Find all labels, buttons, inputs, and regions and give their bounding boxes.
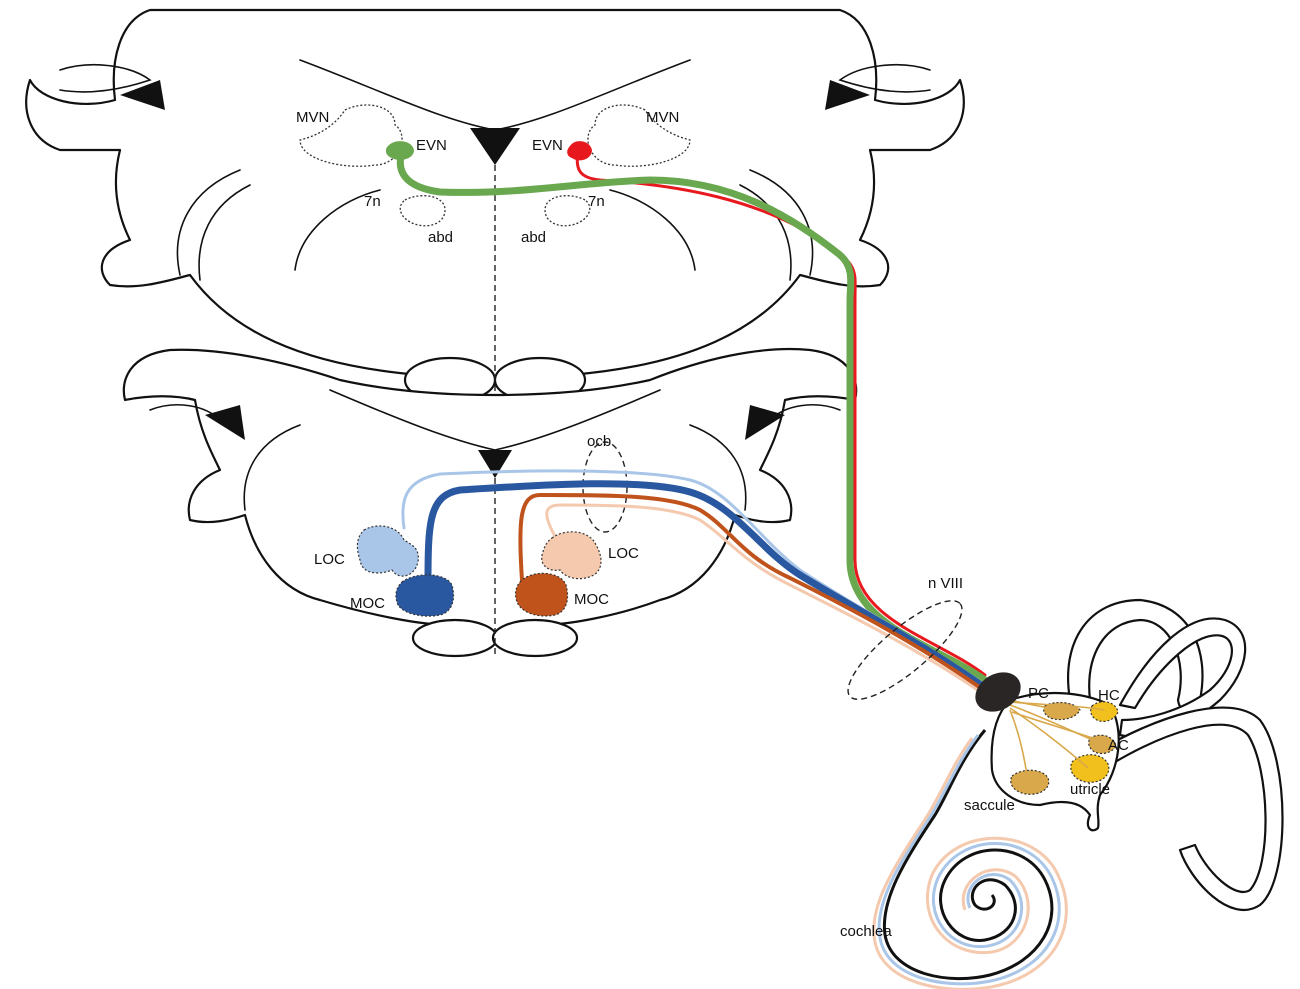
label-utricle: utricle <box>1070 781 1110 798</box>
mvn-left-nucleus <box>299 104 403 167</box>
lower-brainstem-section <box>122 347 858 658</box>
lower-fold-fill-right <box>745 405 785 440</box>
lower-arch-left <box>243 424 301 511</box>
evn-left-pathway <box>396 148 989 684</box>
label-loc-left: LOC <box>314 551 345 568</box>
hc-ampulla <box>1090 701 1119 722</box>
upper-midline-notch <box>470 128 520 165</box>
label-7n-right: 7n <box>588 193 605 210</box>
label-moc-left: MOC <box>350 595 385 612</box>
upper-arch-left-inner <box>198 184 251 281</box>
label-7n-left: 7n <box>364 193 381 210</box>
label-moc-right: MOC <box>574 591 609 608</box>
upper-fold-left <box>59 64 152 93</box>
pathways <box>396 148 989 697</box>
mvn-right-nucleus <box>587 104 691 167</box>
abd-left-nucleus <box>399 195 446 227</box>
label-ac: AC <box>1108 737 1129 754</box>
upper-arch-right-inner <box>739 184 792 281</box>
label-cochlea: cochlea <box>840 923 892 940</box>
lower-pyramid-left <box>411 618 499 658</box>
moc-left-cell <box>395 574 455 617</box>
cochlea-peach-fiber <box>872 737 1068 989</box>
label-mvn-left: MVN <box>296 109 329 126</box>
n-viii-bundle-outline <box>847 600 963 700</box>
evn-right-cell <box>567 141 592 161</box>
cell-groups <box>356 141 602 617</box>
label-mvn-right: MVN <box>646 109 679 126</box>
upper-tract-left <box>294 189 381 271</box>
upper-arch-left <box>176 169 241 276</box>
moc-right-pathway <box>518 493 987 693</box>
cochlea-outer <box>882 729 1054 981</box>
lower-midline-notch <box>478 450 512 478</box>
loc-right-cell <box>541 531 602 580</box>
lower-arch-right <box>689 424 747 511</box>
lower-brainstem-outline <box>122 347 858 642</box>
upper-fold-right <box>838 64 931 93</box>
label-pc: PC <box>1028 685 1049 702</box>
lower-fold-fill-left <box>205 405 245 440</box>
label-ocb: ocb <box>587 433 611 450</box>
loc-left-cell <box>356 525 419 577</box>
label-hc: HC <box>1098 687 1120 704</box>
label-abd-right: abd <box>521 229 546 246</box>
scarpa-ganglion <box>975 672 1021 712</box>
cochlea-blue-fiber <box>877 734 1061 986</box>
label-abd-left: abd <box>428 229 453 246</box>
moc-right-cell <box>514 572 569 617</box>
upper-fold-fill-right <box>825 80 870 110</box>
upper-arch-right <box>749 169 814 276</box>
loc-right-pathway <box>545 503 987 697</box>
abd-right-nucleus <box>544 195 591 227</box>
label-evn-left: EVN <box>416 137 447 154</box>
upper-tract-right <box>609 189 696 271</box>
evn-left-cell <box>385 141 414 160</box>
inner-ear <box>872 598 1284 989</box>
vestibular-fibers <box>1009 699 1105 783</box>
lower-pyramid-right <box>491 618 579 658</box>
label-loc-right: LOC <box>608 545 639 562</box>
label-saccule: saccule <box>964 797 1015 814</box>
upper-fold-fill-left <box>120 80 165 110</box>
labels: MVN MVN EVN EVN 7n 7n abd abd ocb LOC LO… <box>296 109 1129 940</box>
moc-left-pathway <box>424 480 989 692</box>
saccule-organ <box>1010 769 1050 795</box>
label-evn-right: EVN <box>532 137 563 154</box>
upper-brainstem-section <box>25 8 965 404</box>
label-n-viii: n VIII <box>928 575 963 592</box>
posterior-canal <box>1098 706 1284 912</box>
